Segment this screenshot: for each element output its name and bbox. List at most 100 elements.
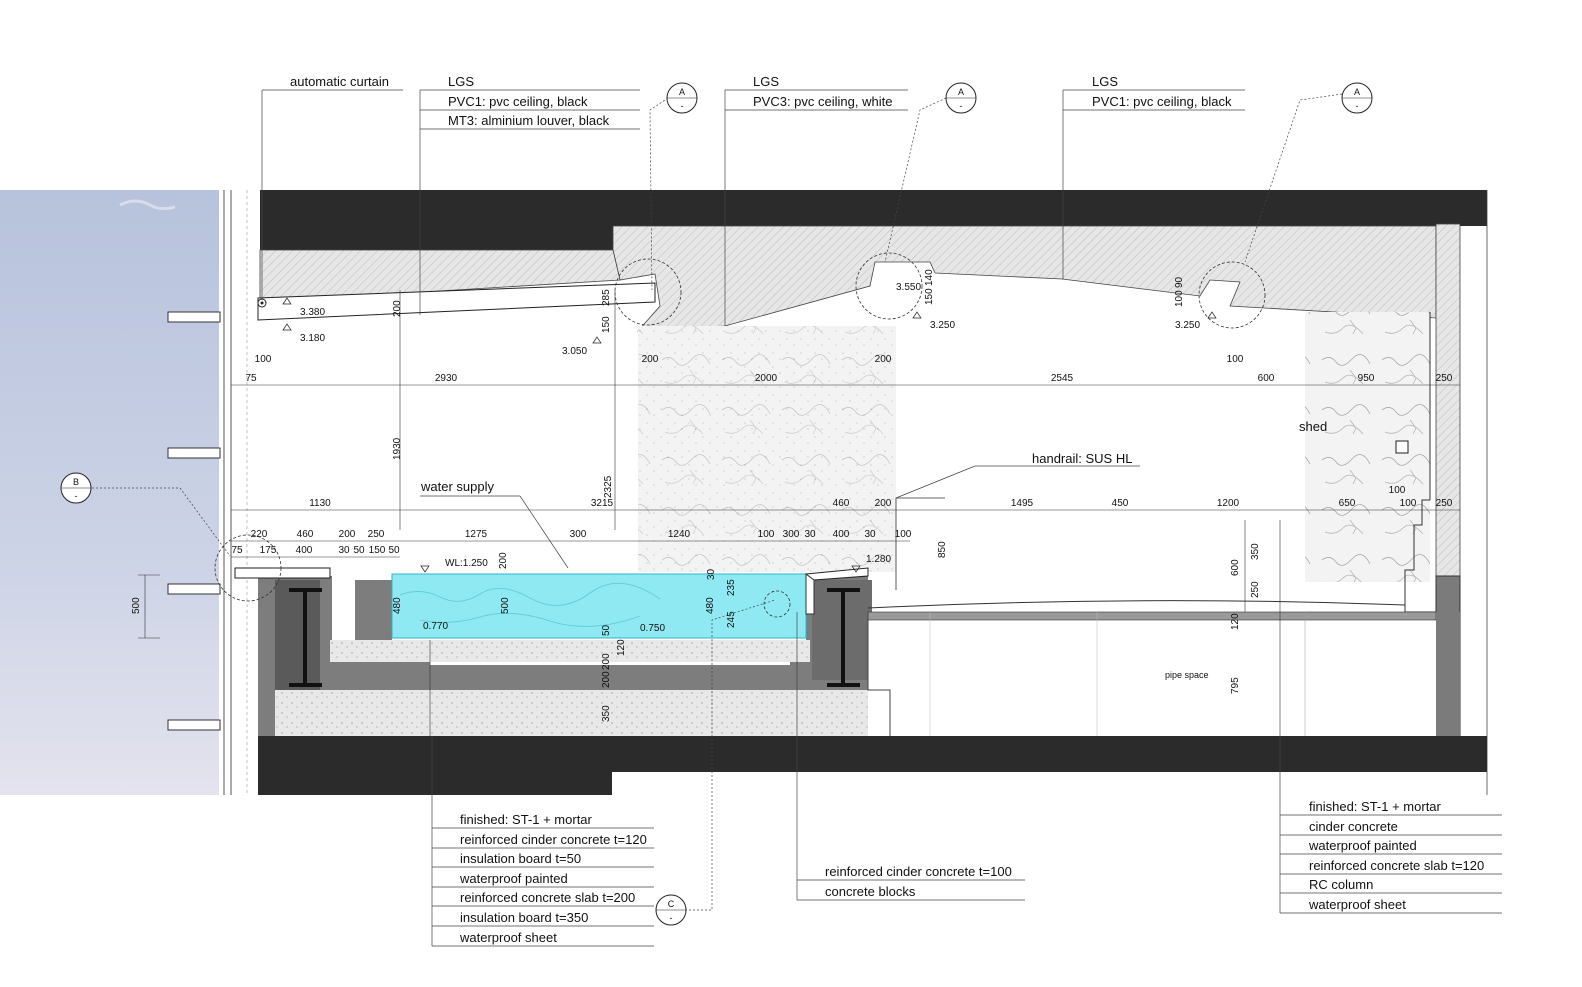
svg-text:350: 350 xyxy=(1250,543,1261,560)
label-group2-line2: PVC3: pvc ceiling, white xyxy=(753,94,892,109)
svg-text:0.750: 0.750 xyxy=(640,623,665,634)
section-marker-a3[interactable]: A - xyxy=(1341,82,1373,114)
legend-pool-floor: finished: ST-1 + mortar reinforced cinde… xyxy=(432,812,654,947)
svg-text:3215: 3215 xyxy=(591,498,614,509)
svg-text:30: 30 xyxy=(804,529,816,540)
svg-text:1.280: 1.280 xyxy=(866,554,891,565)
svg-text:reinforced cinder concrete t=1: reinforced cinder concrete t=120 xyxy=(460,832,647,847)
svg-text:50: 50 xyxy=(353,545,365,556)
dims-row3: 220 460 200 250 1275 300 1240 100 300 30… xyxy=(251,529,912,540)
svg-text:3.550: 3.550 xyxy=(896,282,921,293)
svg-text:insulation board t=50: insulation board t=50 xyxy=(460,851,581,866)
svg-text:400: 400 xyxy=(833,529,850,540)
svg-text:50: 50 xyxy=(601,624,612,636)
svg-text:140: 140 xyxy=(924,269,935,286)
svg-text:480: 480 xyxy=(392,597,403,614)
svg-text:concrete blocks: concrete blocks xyxy=(825,884,916,899)
section-marker-c[interactable]: C - xyxy=(655,894,687,926)
svg-text:0.770: 0.770 xyxy=(423,621,448,632)
svg-text:400: 400 xyxy=(296,545,313,556)
pool-structure xyxy=(258,576,1460,736)
svg-text:950: 950 xyxy=(1358,373,1375,384)
svg-text:A: A xyxy=(1354,87,1360,97)
svg-text:waterproof sheet: waterproof sheet xyxy=(459,930,557,945)
svg-text:-: - xyxy=(670,913,673,923)
svg-text:75: 75 xyxy=(245,373,257,384)
svg-text:100: 100 xyxy=(758,529,775,540)
right-wall xyxy=(1435,223,1461,577)
svg-text:2930: 2930 xyxy=(435,373,458,384)
label-group1-line3: MT3: alminium louver, black xyxy=(448,113,610,128)
svg-text:-: - xyxy=(960,101,963,111)
leader-lines xyxy=(261,89,1245,569)
svg-text:1930: 1930 xyxy=(392,437,403,460)
svg-text:150: 150 xyxy=(924,288,935,305)
svg-text:450: 450 xyxy=(1112,498,1129,509)
svg-text:1495: 1495 xyxy=(1011,498,1034,509)
label-group1-line1: LGS xyxy=(448,74,474,89)
svg-text:WL:1.250: WL:1.250 xyxy=(445,558,488,569)
svg-text:100: 100 xyxy=(1227,354,1244,365)
svg-text:250: 250 xyxy=(1436,373,1453,384)
svg-text:waterproof painted: waterproof painted xyxy=(1308,838,1417,853)
svg-text:reinforced concrete slab t=200: reinforced concrete slab t=200 xyxy=(460,890,635,905)
svg-text:30: 30 xyxy=(706,568,717,580)
svg-text:30: 30 xyxy=(338,545,350,556)
svg-text:100: 100 xyxy=(895,529,912,540)
svg-text:90: 90 xyxy=(1174,276,1185,288)
dimension-lines xyxy=(138,290,1460,736)
sky-backdrop xyxy=(0,190,219,795)
detail-circles xyxy=(214,252,1266,618)
svg-text:850: 850 xyxy=(937,541,948,558)
section-marker-a1[interactable]: A - xyxy=(666,82,698,114)
legend-shed-floor: finished: ST-1 + mortar cinder concrete … xyxy=(1280,799,1502,914)
svg-text:2000: 2000 xyxy=(755,373,778,384)
svg-text:2325: 2325 xyxy=(603,475,614,498)
label-automatic-curtain: automatic curtain xyxy=(290,74,389,89)
svg-text:200: 200 xyxy=(339,529,356,540)
svg-text:300: 300 xyxy=(570,529,587,540)
svg-text:A: A xyxy=(958,87,964,97)
svg-text:200: 200 xyxy=(498,552,509,569)
marble-wall-shed xyxy=(1305,312,1430,582)
svg-text:200: 200 xyxy=(601,653,612,670)
svg-text:3.250: 3.250 xyxy=(930,320,955,331)
top-slab xyxy=(259,190,1487,332)
svg-text:30: 30 xyxy=(864,529,876,540)
section-marker-b[interactable]: B - xyxy=(60,472,92,504)
svg-text:100: 100 xyxy=(1400,498,1417,509)
shed-box xyxy=(1395,440,1409,454)
dims-vertical: 200 285 150 150 140 100 90 1930 2325 850… xyxy=(131,269,1261,722)
svg-text:3.380: 3.380 xyxy=(300,307,325,318)
svg-text:175: 175 xyxy=(260,545,277,556)
section-marker-a2[interactable]: A - xyxy=(945,82,977,114)
label-group3-line1: LGS xyxy=(1092,74,1118,89)
svg-text:480: 480 xyxy=(705,597,716,614)
svg-text:200: 200 xyxy=(392,300,403,317)
svg-text:C: C xyxy=(668,899,675,909)
svg-text:-: - xyxy=(681,101,684,111)
svg-text:100: 100 xyxy=(1389,485,1406,496)
svg-text:245: 245 xyxy=(726,611,737,628)
svg-text:RC column: RC column xyxy=(1309,877,1373,892)
bottom-slab xyxy=(258,736,1487,795)
svg-text:1130: 1130 xyxy=(309,498,331,509)
svg-text:1200: 1200 xyxy=(1217,498,1240,509)
svg-text:reinforced concrete slab t=120: reinforced concrete slab t=120 xyxy=(1309,858,1484,873)
svg-text:finished: ST-1 + mortar: finished: ST-1 + mortar xyxy=(460,812,593,827)
svg-text:795: 795 xyxy=(1230,677,1241,694)
facade-fins xyxy=(167,311,221,731)
svg-text:100: 100 xyxy=(255,354,272,365)
svg-text:600: 600 xyxy=(1258,373,1275,384)
svg-text:200: 200 xyxy=(642,354,659,365)
dims-row4: 75 175 400 30 50 150 50 xyxy=(231,545,400,556)
svg-text:250: 250 xyxy=(1250,581,1261,598)
label-water-supply: water supply xyxy=(420,479,494,494)
svg-text:3.250: 3.250 xyxy=(1175,320,1200,331)
svg-text:500: 500 xyxy=(500,597,511,614)
svg-text:350: 350 xyxy=(601,705,612,722)
svg-text:220: 220 xyxy=(251,529,268,540)
dims-row1: 100 75 2930 200 2000 200 2545 100 600 95… xyxy=(245,354,1452,384)
svg-text:2545: 2545 xyxy=(1051,373,1074,384)
svg-text:-: - xyxy=(1356,101,1359,111)
